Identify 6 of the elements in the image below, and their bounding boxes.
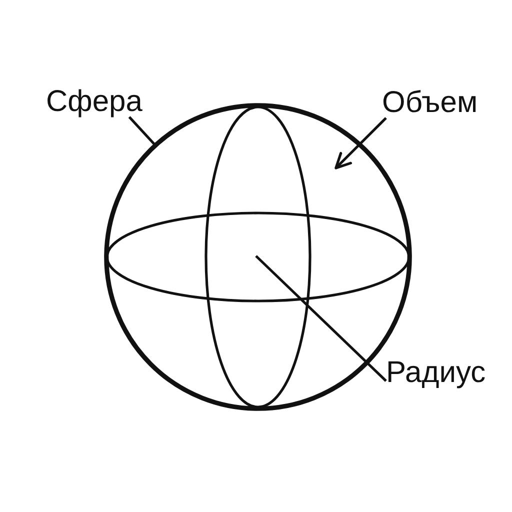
arrow [334, 117, 387, 170]
callout-label: Объем [382, 87, 482, 118]
radius-line [255, 255, 387, 382]
leader-line [128, 116, 156, 146]
callout-label: Радиус [386, 357, 492, 388]
callout-label: Сфера [46, 86, 144, 117]
